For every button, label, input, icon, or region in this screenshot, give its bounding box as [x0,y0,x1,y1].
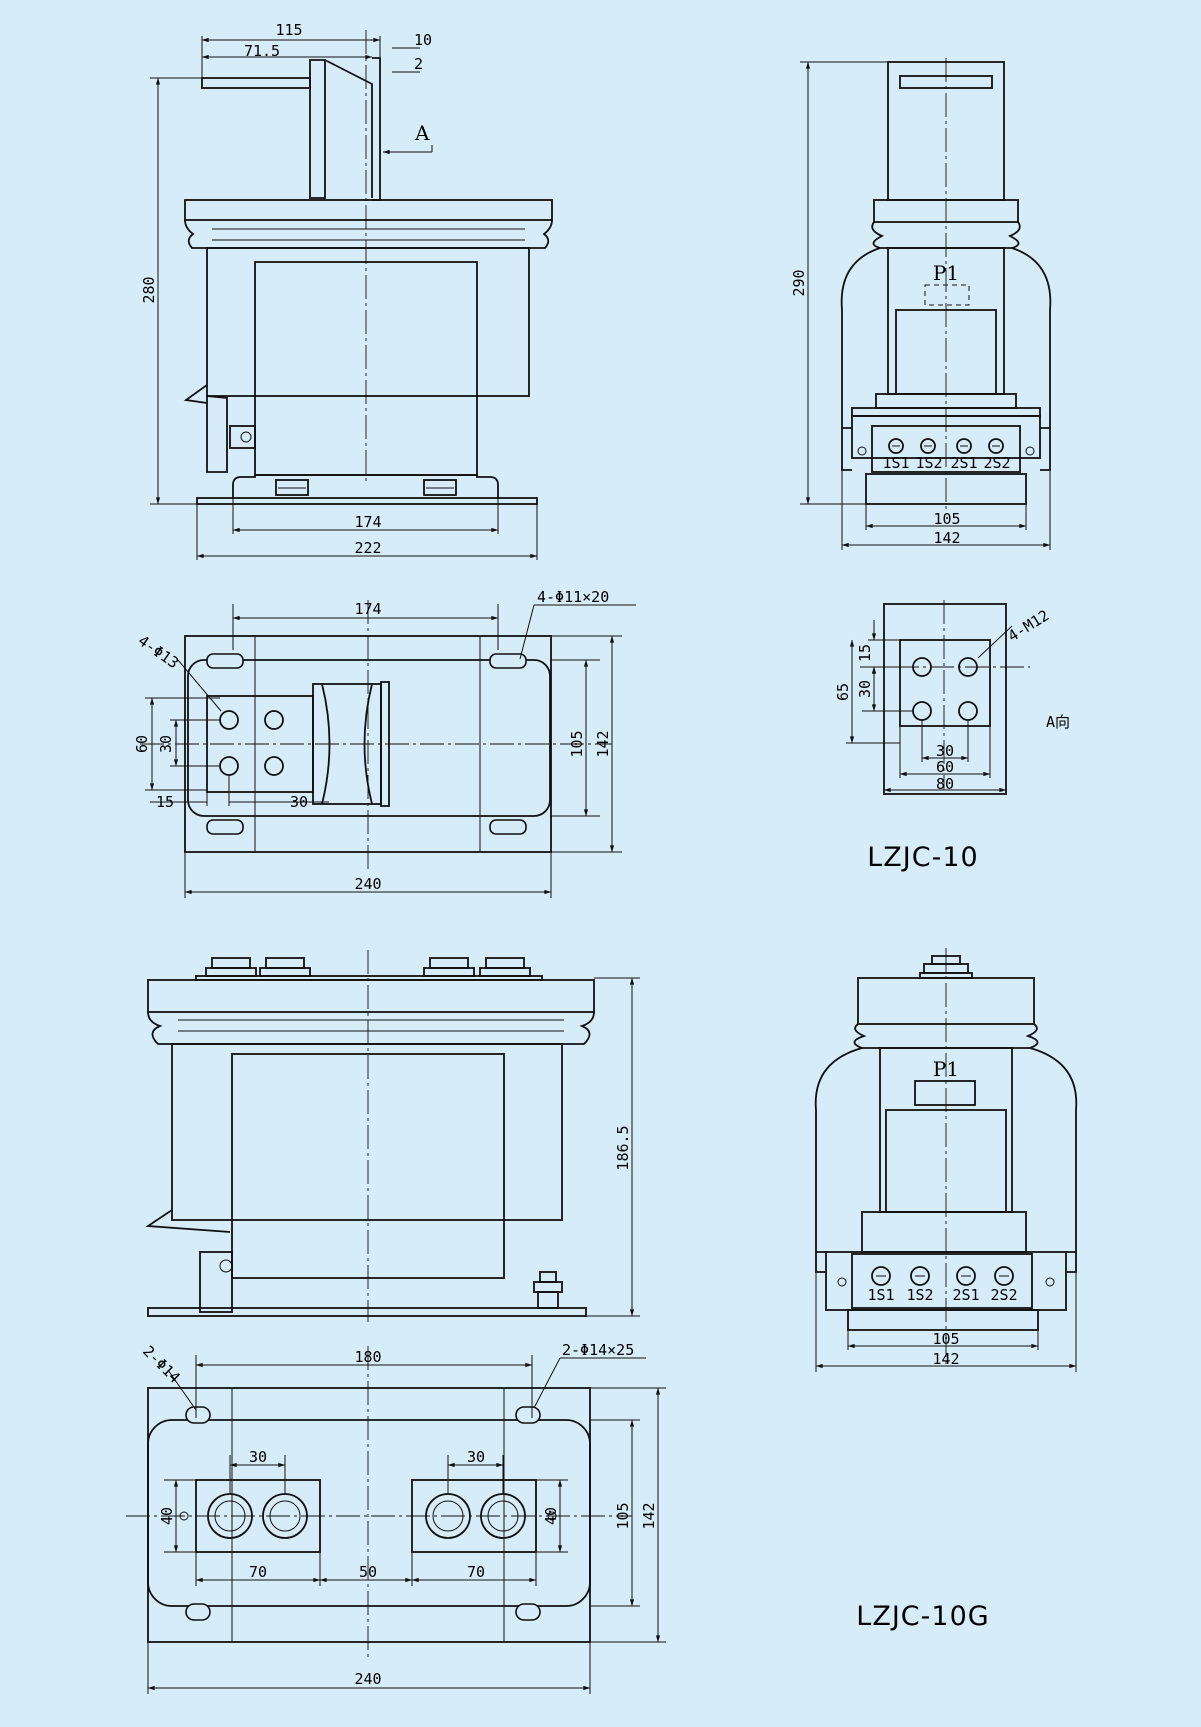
terminal-2s1: 2S1 [950,454,977,472]
dim-186-5: 186.5 [614,1125,632,1170]
dim-10: 10 [414,31,432,49]
terminal-1s2-g: 1S2 [906,1286,933,1304]
dim-142: 142 [933,529,960,547]
dim-15-a: 15 [856,644,874,662]
a-direction-label: A向 [1046,713,1070,731]
dim-142-plan: 142 [594,730,612,757]
lzjc10g-end-view: P1 1S1 1S2 2S1 2S2 105 142 [814,948,1078,1372]
slot-holes-label: 4-Φ11×20 [537,588,609,606]
dim-105-plan: 105 [568,730,586,757]
terminal-2s2: 2S2 [983,454,1010,472]
model-title-lzjc10g: LZJC-10G [856,1601,989,1632]
terminal-2s2-g: 2S2 [990,1286,1017,1304]
round-holes-label: 4-Φ13 [135,632,182,673]
lzjc10-side-view: 115 71.5 10 2 A 280 174 222 [140,21,553,560]
lzjc10g-side-view: 186.5 [145,950,640,1322]
terminal-1s1: 1S1 [882,454,909,472]
threads-label: 4-M12 [1005,606,1053,645]
model-title-lzjc10: LZJC-10 [867,842,978,873]
dim-80-a: 80 [936,775,954,793]
terminal-1s1-g: 1S1 [867,1286,894,1304]
dim-30-a-v: 30 [856,680,874,698]
dim-290: 290 [790,269,808,296]
dim-70-left: 70 [249,1563,267,1581]
dim-222: 222 [354,539,381,557]
dim-105-g-plan: 105 [614,1502,632,1529]
dim-240-g-plan: 240 [354,1670,381,1688]
lzjc10-plan-view: 174 4-Φ11×20 4-Φ13 60 30 15 30 105 142 2… [133,588,636,898]
dim-174: 174 [354,513,381,531]
dim-105-g: 105 [932,1330,959,1348]
dim-70-right: 70 [467,1563,485,1581]
dim-142-g-plan: 142 [640,1502,658,1529]
dim-60-plan: 60 [133,735,151,753]
dim-180: 180 [354,1348,381,1366]
dim-40-right: 40 [542,1507,560,1525]
terminal-1s2: 1S2 [915,454,942,472]
dim-30-plan-h: 30 [290,793,308,811]
dim-115: 115 [275,21,302,39]
dim-40-left: 40 [158,1507,176,1525]
terminal-screw-icon [888,438,1004,454]
dim-174-plan: 174 [354,600,381,618]
view-a-label: A [414,121,430,145]
a-direction-view: 4-M12 15 65 30 30 60 80 A向 LZJC-10 [834,600,1070,873]
dim-15-plan: 15 [156,793,174,811]
terminal-2s1-g: 2S1 [952,1286,979,1304]
dim-60-a: 60 [936,758,954,776]
dim-30-a-h: 30 [936,742,954,760]
dim-30-left: 30 [249,1448,267,1466]
dim-2: 2 [414,55,423,73]
dim-71-5: 71.5 [244,42,280,60]
dim-142-g: 142 [932,1350,959,1368]
dim-105: 105 [933,510,960,528]
dim-240-plan: 240 [354,875,381,893]
p1-label: P1 [933,261,959,285]
terminal-screw-icon [871,1266,1014,1286]
dim-30-plan-v: 30 [157,735,175,753]
dim-30-right: 30 [467,1448,485,1466]
lzjc10-end-view: P1 1S1 1S2 2S1 2S2 290 105 142 [790,58,1052,550]
dim-280: 280 [140,276,158,303]
dim-50: 50 [359,1563,377,1581]
hole-label-a: 2-Φ14 [139,1342,184,1387]
dim-65-a: 65 [834,683,852,701]
lzjc10g-plan-view: 180 2-Φ14 2-Φ14×25 30 30 40 40 105 142 [126,1341,989,1694]
hole-label-b: 2-Φ14×25 [562,1341,634,1359]
p1-label-g: P1 [933,1057,959,1081]
